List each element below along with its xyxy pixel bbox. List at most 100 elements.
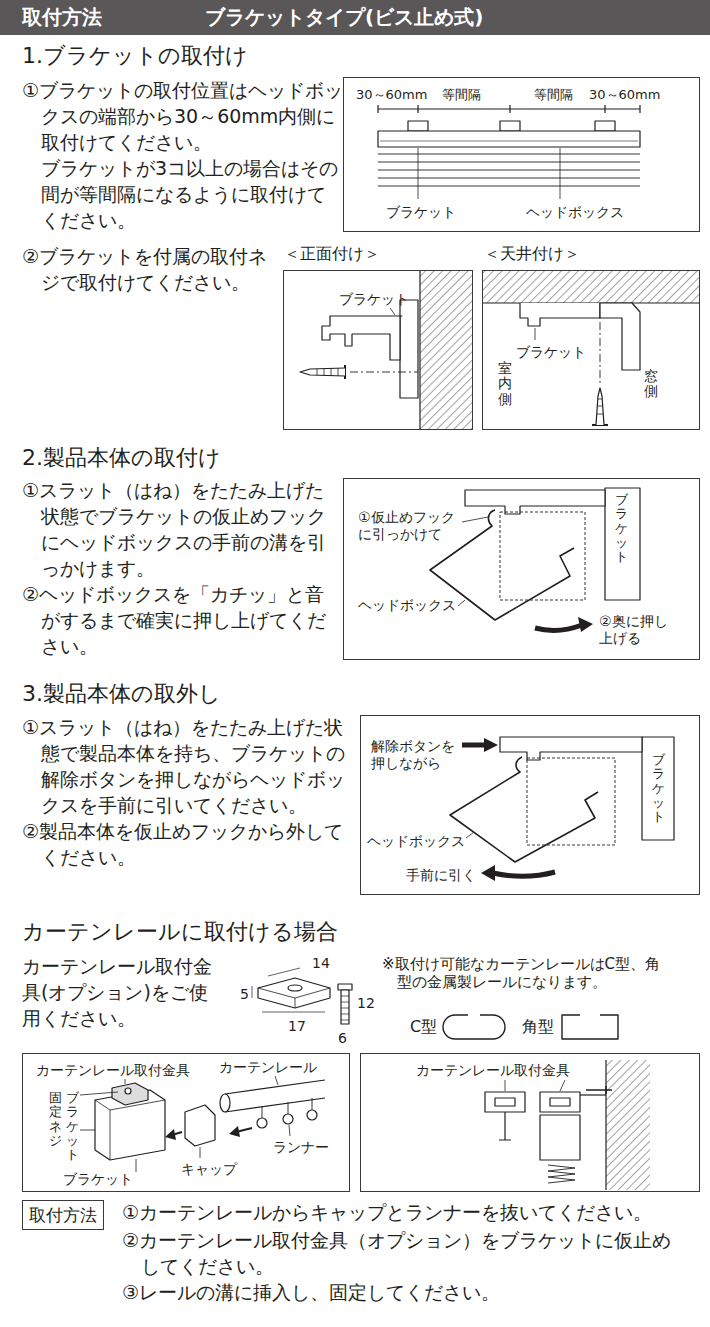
part-name: 固定ネジ	[49, 1091, 62, 1148]
figure-frame: カーテンレール取付金具カーテンレール固定ネジブラケットブラケットキャップランナー	[22, 1053, 350, 1192]
drawing-part	[95, 1100, 165, 1160]
drawing-part	[493, 872, 555, 876]
drawing-part	[288, 985, 302, 991]
drawing-part	[317, 368, 338, 376]
instruction-text: カーテンレール取付金具(オプション)をご使用ください。	[22, 953, 222, 1031]
drawing-part	[136, 1159, 137, 1172]
drawing-part	[419, 271, 420, 429]
drawing-part	[500, 121, 520, 131]
drawing-part	[378, 105, 640, 113]
callout: 手前に引く	[406, 867, 476, 884]
callout: ②奥に押し上げる	[599, 613, 673, 647]
instruction-text: ①ブラケットの取付位置はヘッドボックスの端部から30～60mm内側に取付けてくだ…	[22, 77, 347, 155]
drawing-part	[185, 1105, 215, 1146]
drawing-part	[200, 1147, 201, 1158]
drawing-part	[252, 986, 253, 998]
drawing-part	[458, 600, 465, 606]
drawing-part	[258, 978, 330, 1008]
drawing-part	[580, 1094, 606, 1095]
drawing-part	[112, 1083, 148, 1105]
drawing-part	[500, 512, 585, 600]
drawing-part	[485, 1092, 525, 1112]
step-text: ③レールの溝に挿入し、固定してください。	[122, 1279, 702, 1305]
drawing-part	[462, 517, 488, 522]
part-name: ヘッドボックス	[367, 833, 465, 850]
part-name: ブラケット	[339, 291, 409, 308]
drawing-part	[597, 399, 603, 414]
part-name: カーテンレール取付金具	[36, 1062, 190, 1079]
drawing-part	[605, 1060, 606, 1190]
callout: ①仮止めフックに引っかけて	[358, 509, 460, 543]
instruction-text: ブラケットが3コ以上の場合はその間が等間隔になるように取付けてください。	[41, 155, 341, 233]
header-band: 取付方法ブラケットタイプ(ビス止め式)	[0, 0, 710, 35]
figure-frame: ＜天井付け＞ブラケット室内側窓側	[482, 270, 700, 430]
drawing-part	[595, 121, 615, 131]
figure-frame: ①仮止めフックに引っかけて ブラケットヘッドボックス ②奥に押し上げる	[343, 478, 700, 660]
dimension: 6	[338, 1030, 347, 1047]
part-name: ランナー	[273, 1139, 329, 1156]
drawing-part	[225, 1080, 325, 1112]
drawing-part	[578, 617, 593, 632]
part-name: ブラケット	[66, 1091, 79, 1162]
step-text: ①カーテンレールからキャップとランナーを抜いてください。	[122, 1199, 707, 1225]
figure-frame: 30～60mm等間隔等間隔30～60mmブラケットヘッドボックス	[343, 77, 700, 232]
rail-type-label: C型	[410, 1017, 437, 1036]
drawing-part	[262, 1012, 325, 1013]
drawing-part	[499, 1112, 511, 1140]
section-heading: 3.製品本体の取外し	[22, 681, 221, 707]
figure-frame: 解除ボタンを押しながらブラケットヘッドボックス手前に引く	[360, 715, 700, 895]
drawing-part	[418, 148, 560, 199]
front-mount-figure	[300, 271, 472, 429]
drawing-part	[600, 303, 640, 370]
drawing-part	[322, 316, 402, 360]
drawing-part	[481, 865, 495, 881]
instruction-text: ①スラット（はね）をたたみ上げた状態で製品本体を持ち、ブラケットの解除ボタンを押…	[22, 714, 360, 818]
part-name: キャップ	[181, 1161, 237, 1178]
drawing-part	[380, 141, 638, 142]
drawing-part	[220, 1094, 230, 1112]
part-name: ブラケット	[615, 493, 628, 564]
dimension: 等間隔	[442, 87, 481, 103]
drawing-part	[462, 743, 486, 748]
side-label: 窓側	[644, 369, 658, 400]
drawing-part	[420, 271, 472, 429]
dimension: 14	[312, 955, 330, 972]
figure-heading: ＜天井付け＞	[484, 244, 580, 263]
part-name: ヘッドボックス	[358, 597, 456, 614]
dimension: 12	[357, 995, 375, 1012]
drawing-part	[495, 1098, 515, 1106]
figure-heading: ＜正面付け＞	[284, 244, 380, 263]
rail-assembly-figure	[80, 1076, 325, 1172]
section-heading: カーテンレールに取付ける場合	[22, 919, 338, 945]
drawing-part	[484, 738, 498, 752]
drawing-part	[540, 1092, 580, 1112]
drawing-part	[605, 488, 640, 600]
drawing-part	[275, 1076, 278, 1085]
drawing-part	[300, 368, 345, 376]
section-heading: 1.ブラケットの取付け	[22, 43, 248, 69]
drawing-part	[341, 990, 349, 1024]
figure-frame: カーテンレール取付金具	[360, 1053, 700, 1192]
drawing-part	[338, 984, 352, 990]
drawing-part	[229, 1126, 240, 1137]
part-name: ブラケット	[386, 204, 456, 221]
drawing-part	[307, 1110, 317, 1120]
instruction-text: ①スラット（はね）をたたみ上げた状態でブラケットの仮止めフックにヘッドボックスの…	[22, 477, 340, 581]
part-name: ブラケット	[652, 753, 665, 824]
drawing-part	[125, 1088, 131, 1094]
drawing-part	[408, 121, 428, 131]
drawing-part	[562, 1015, 618, 1039]
part-name: カーテンレール	[219, 1059, 317, 1076]
part-name: カーテンレール取付金具	[416, 1062, 570, 1079]
drawing-part	[80, 105, 699, 1190]
figure-frame: ＜正面付け＞ブラケット	[283, 270, 473, 430]
drawing-part	[535, 625, 582, 630]
bracket-position-figure	[378, 105, 640, 199]
drawing-part	[125, 1079, 126, 1084]
drawing-part	[289, 1125, 290, 1136]
detach-figure	[450, 737, 674, 881]
drawing-part	[268, 968, 300, 976]
drawing-part	[283, 1114, 293, 1124]
header-text: ブラケットタイプ(ビス止め式)	[205, 4, 483, 30]
rail-type-shapes	[443, 1015, 618, 1039]
